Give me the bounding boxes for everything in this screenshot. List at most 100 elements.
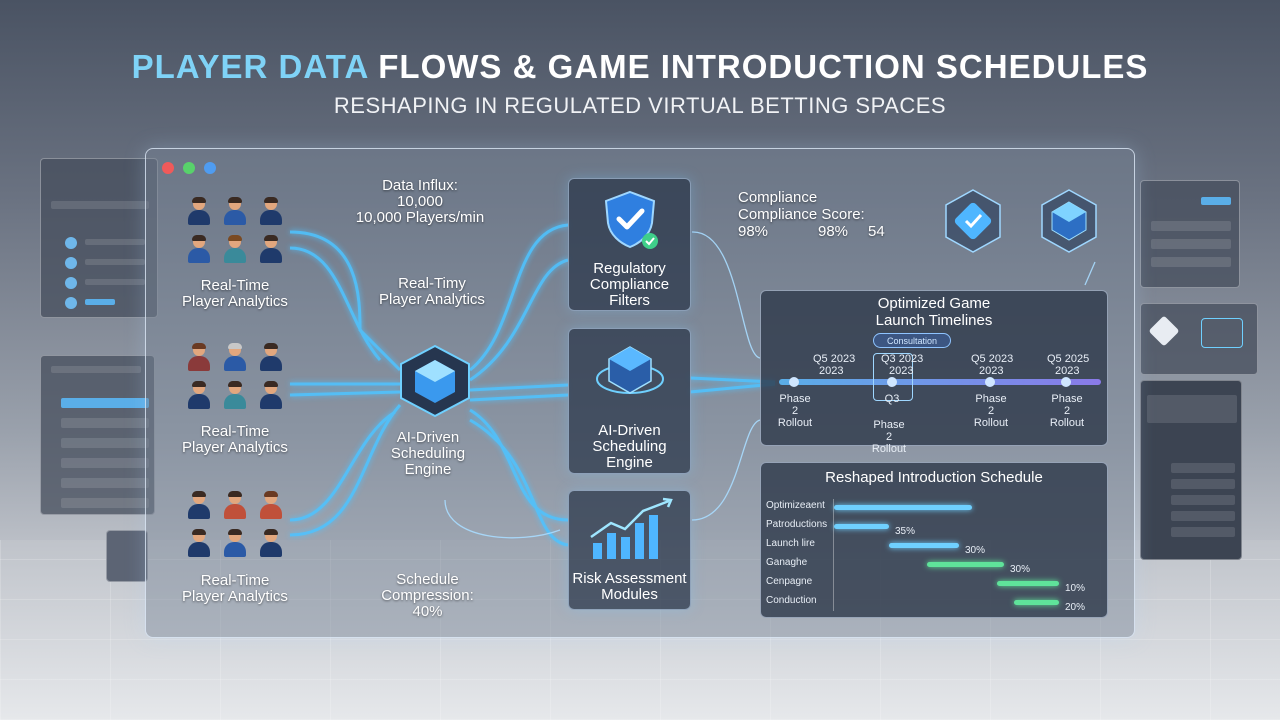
compliance-card-label: Regulatory Compliance Filters <box>589 260 670 309</box>
player-group-2 <box>188 343 288 419</box>
engine-card-label: AI-Driven Scheduling Engine <box>592 422 667 471</box>
risk-assessment-card[interactable]: Risk Assessment Modules <box>568 490 691 610</box>
quarter-4-label: Q5 2025 <box>1047 353 1090 365</box>
schedule-row-bar[interactable] <box>834 524 889 529</box>
schedule-row-value: 30% <box>965 545 986 556</box>
shield-badge-icon <box>945 189 1001 253</box>
timeline-focus-box <box>873 353 913 401</box>
quarter-1-sub: 2023 <box>819 365 844 377</box>
timeline-marker[interactable] <box>985 377 995 387</box>
player-group-1 <box>188 197 288 273</box>
side-panel-top-left <box>40 158 158 318</box>
person-avatar <box>188 197 210 226</box>
person-avatar <box>224 197 246 226</box>
person-avatar <box>260 197 282 226</box>
schedule-row-value: 30% <box>1010 564 1031 575</box>
phase-4-label: Phase 2 Rollout <box>1049 393 1085 429</box>
person-avatar <box>224 381 246 410</box>
title-accent: PLAYER DATA <box>131 48 369 85</box>
schedule-compression-label: Schedule Compression: 40% <box>381 571 474 620</box>
schedule-row-label: Optimizeaent <box>766 500 825 511</box>
launch-timeline-panel: Optimized Game Launch Timelines Consulta… <box>760 290 1108 455</box>
chip-cube-icon <box>596 346 664 394</box>
person-avatar <box>260 529 282 558</box>
risk-card-label: Risk Assessment Modules <box>572 570 687 603</box>
schedule-row-label: Ganaghe <box>766 557 808 568</box>
schedule-axis <box>833 499 834 611</box>
phase-3-label: Phase 2 Rollout <box>973 393 1009 429</box>
schedule-row-label: Cenpagne <box>766 576 813 587</box>
schedule-row-value: 35% <box>895 526 916 537</box>
server-rack-right <box>1140 380 1242 560</box>
schedule-row-label: Patroductions <box>766 519 828 530</box>
group-3-label: Real-Time Player Analytics <box>182 572 288 605</box>
person-avatar <box>188 381 210 410</box>
schedule-row-bar[interactable] <box>996 581 1059 586</box>
group-1-label: Real-Time Player Analytics <box>182 277 288 310</box>
schedule-row-bar[interactable] <box>926 562 1004 567</box>
window-minimize-dot[interactable] <box>183 162 195 174</box>
person-avatar <box>260 343 282 372</box>
quarter-3-sub: 2023 <box>979 365 1004 377</box>
person-avatar <box>188 491 210 520</box>
quarter-3-label: Q5 2023 <box>971 353 1014 365</box>
compliance-heading: Compliance <box>738 189 818 206</box>
window-maximize-dot[interactable] <box>204 162 216 174</box>
schedule-row-bar[interactable] <box>834 505 972 510</box>
schedule-title: Reshaped Introduction Schedule <box>825 469 1043 486</box>
timeline-title: Optimized Game Launch Timelines <box>875 295 993 329</box>
page-subtitle: RESHAPING IN REGULATED VIRTUAL BETTING S… <box>333 93 947 118</box>
compliance-value-3: 54 <box>868 223 885 240</box>
person-avatar <box>224 343 246 372</box>
side-panel-mid-left <box>40 355 155 515</box>
timeline-pill[interactable]: Consultation <box>873 333 951 348</box>
compliance-value-1: 98% <box>738 223 769 240</box>
quarter-2-label: Q3 2023 <box>881 353 924 365</box>
window-close-dot[interactable] <box>162 162 174 174</box>
scheduling-engine-card[interactable]: AI-Driven Scheduling Engine <box>568 328 691 474</box>
shield-check-icon <box>604 190 658 249</box>
phase-extra-label: Phase 2 Rollout <box>871 419 907 455</box>
person-avatar <box>224 529 246 558</box>
person-avatar <box>260 491 282 520</box>
page-title: PLAYER DATA FLOWS & GAME INTRODUCTION SC… <box>0 48 1280 86</box>
bar-chart-icon <box>590 497 673 559</box>
person-avatar <box>188 235 210 264</box>
quarter-1-label: Q5 2023 <box>813 353 856 365</box>
person-avatar <box>188 529 210 558</box>
person-avatar <box>224 491 246 520</box>
schedule-row-label: Launch lire <box>766 538 815 549</box>
player-group-3 <box>188 491 288 567</box>
person-avatar <box>260 235 282 264</box>
compliance-filters-card[interactable]: Regulatory Compliance Filters <box>568 178 691 311</box>
phase-1-label: Phase 2 Rollout <box>777 393 813 429</box>
timeline-marker[interactable] <box>789 377 799 387</box>
introduction-schedule-panel: Reshaped Introduction Schedule <box>760 462 1108 618</box>
data-influx-label: Data Influx: 10,000 10,000 Players/min <box>355 177 485 226</box>
person-avatar <box>260 381 282 410</box>
person-avatar <box>224 235 246 264</box>
group-2-label: Real-Time Player Analytics <box>182 423 288 456</box>
title-rest: FLOWS & GAME INTRODUCTION SCHEDULES <box>378 48 1149 85</box>
schedule-row-bar[interactable] <box>889 543 959 548</box>
schedule-row-value: 20% <box>1065 602 1086 613</box>
cube-badge-icon <box>1041 189 1097 253</box>
quarter-4-sub: 2023 <box>1055 365 1080 377</box>
quarter-2-sub: 2023 <box>889 365 914 377</box>
side-panel-mid-right <box>1140 303 1258 375</box>
schedule-row-value: 10% <box>1065 583 1086 594</box>
person-avatar <box>188 343 210 372</box>
phase-2-label: Q3 <box>884 393 900 405</box>
timeline-marker[interactable] <box>887 377 897 387</box>
schedule-row-label: Conduction <box>766 595 817 606</box>
compliance-score-heading: Compliance Score: <box>738 206 865 223</box>
realtime-analytics-label: Real-Timy Player Analytics <box>379 275 485 308</box>
schedule-row-bar[interactable] <box>1014 600 1059 605</box>
timeline-track <box>779 379 1101 385</box>
engine-label-left: AI-Driven Scheduling Engine <box>390 429 466 478</box>
central-chip-icon <box>400 344 470 418</box>
compliance-value-2: 98% <box>818 223 849 240</box>
server-box-left <box>106 530 148 582</box>
timeline-marker[interactable] <box>1061 377 1071 387</box>
